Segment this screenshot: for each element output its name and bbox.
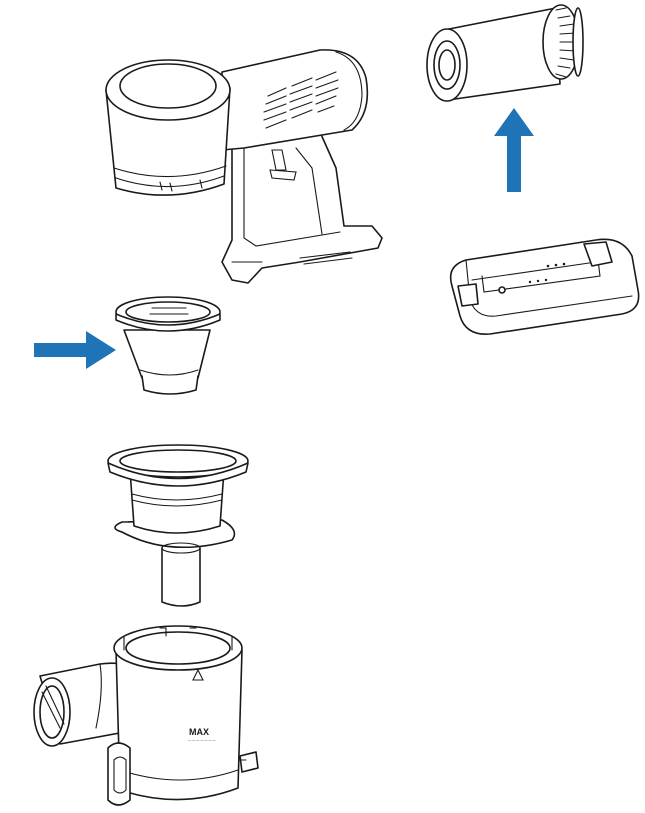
filter-cone (115, 296, 221, 395)
arrow-right (34, 331, 116, 369)
arrow-right-shape (34, 331, 116, 369)
filter-cap-knurl (555, 7, 578, 78)
cyclone-separator (107, 444, 249, 607)
triangle-marker-icon (192, 668, 204, 681)
hepa-filter (426, 4, 584, 102)
battery-pack (449, 238, 640, 335)
main-unit (105, 49, 383, 284)
arrow-up-shape (494, 108, 534, 192)
motor-vents (263, 71, 339, 129)
arrow-up (494, 108, 534, 192)
dust-bin-max-sublabel: — — — — — — — (188, 738, 216, 742)
dust-bin: MAX — — — — — — — (33, 625, 259, 806)
dust-bin-max-label: MAX (189, 727, 209, 737)
